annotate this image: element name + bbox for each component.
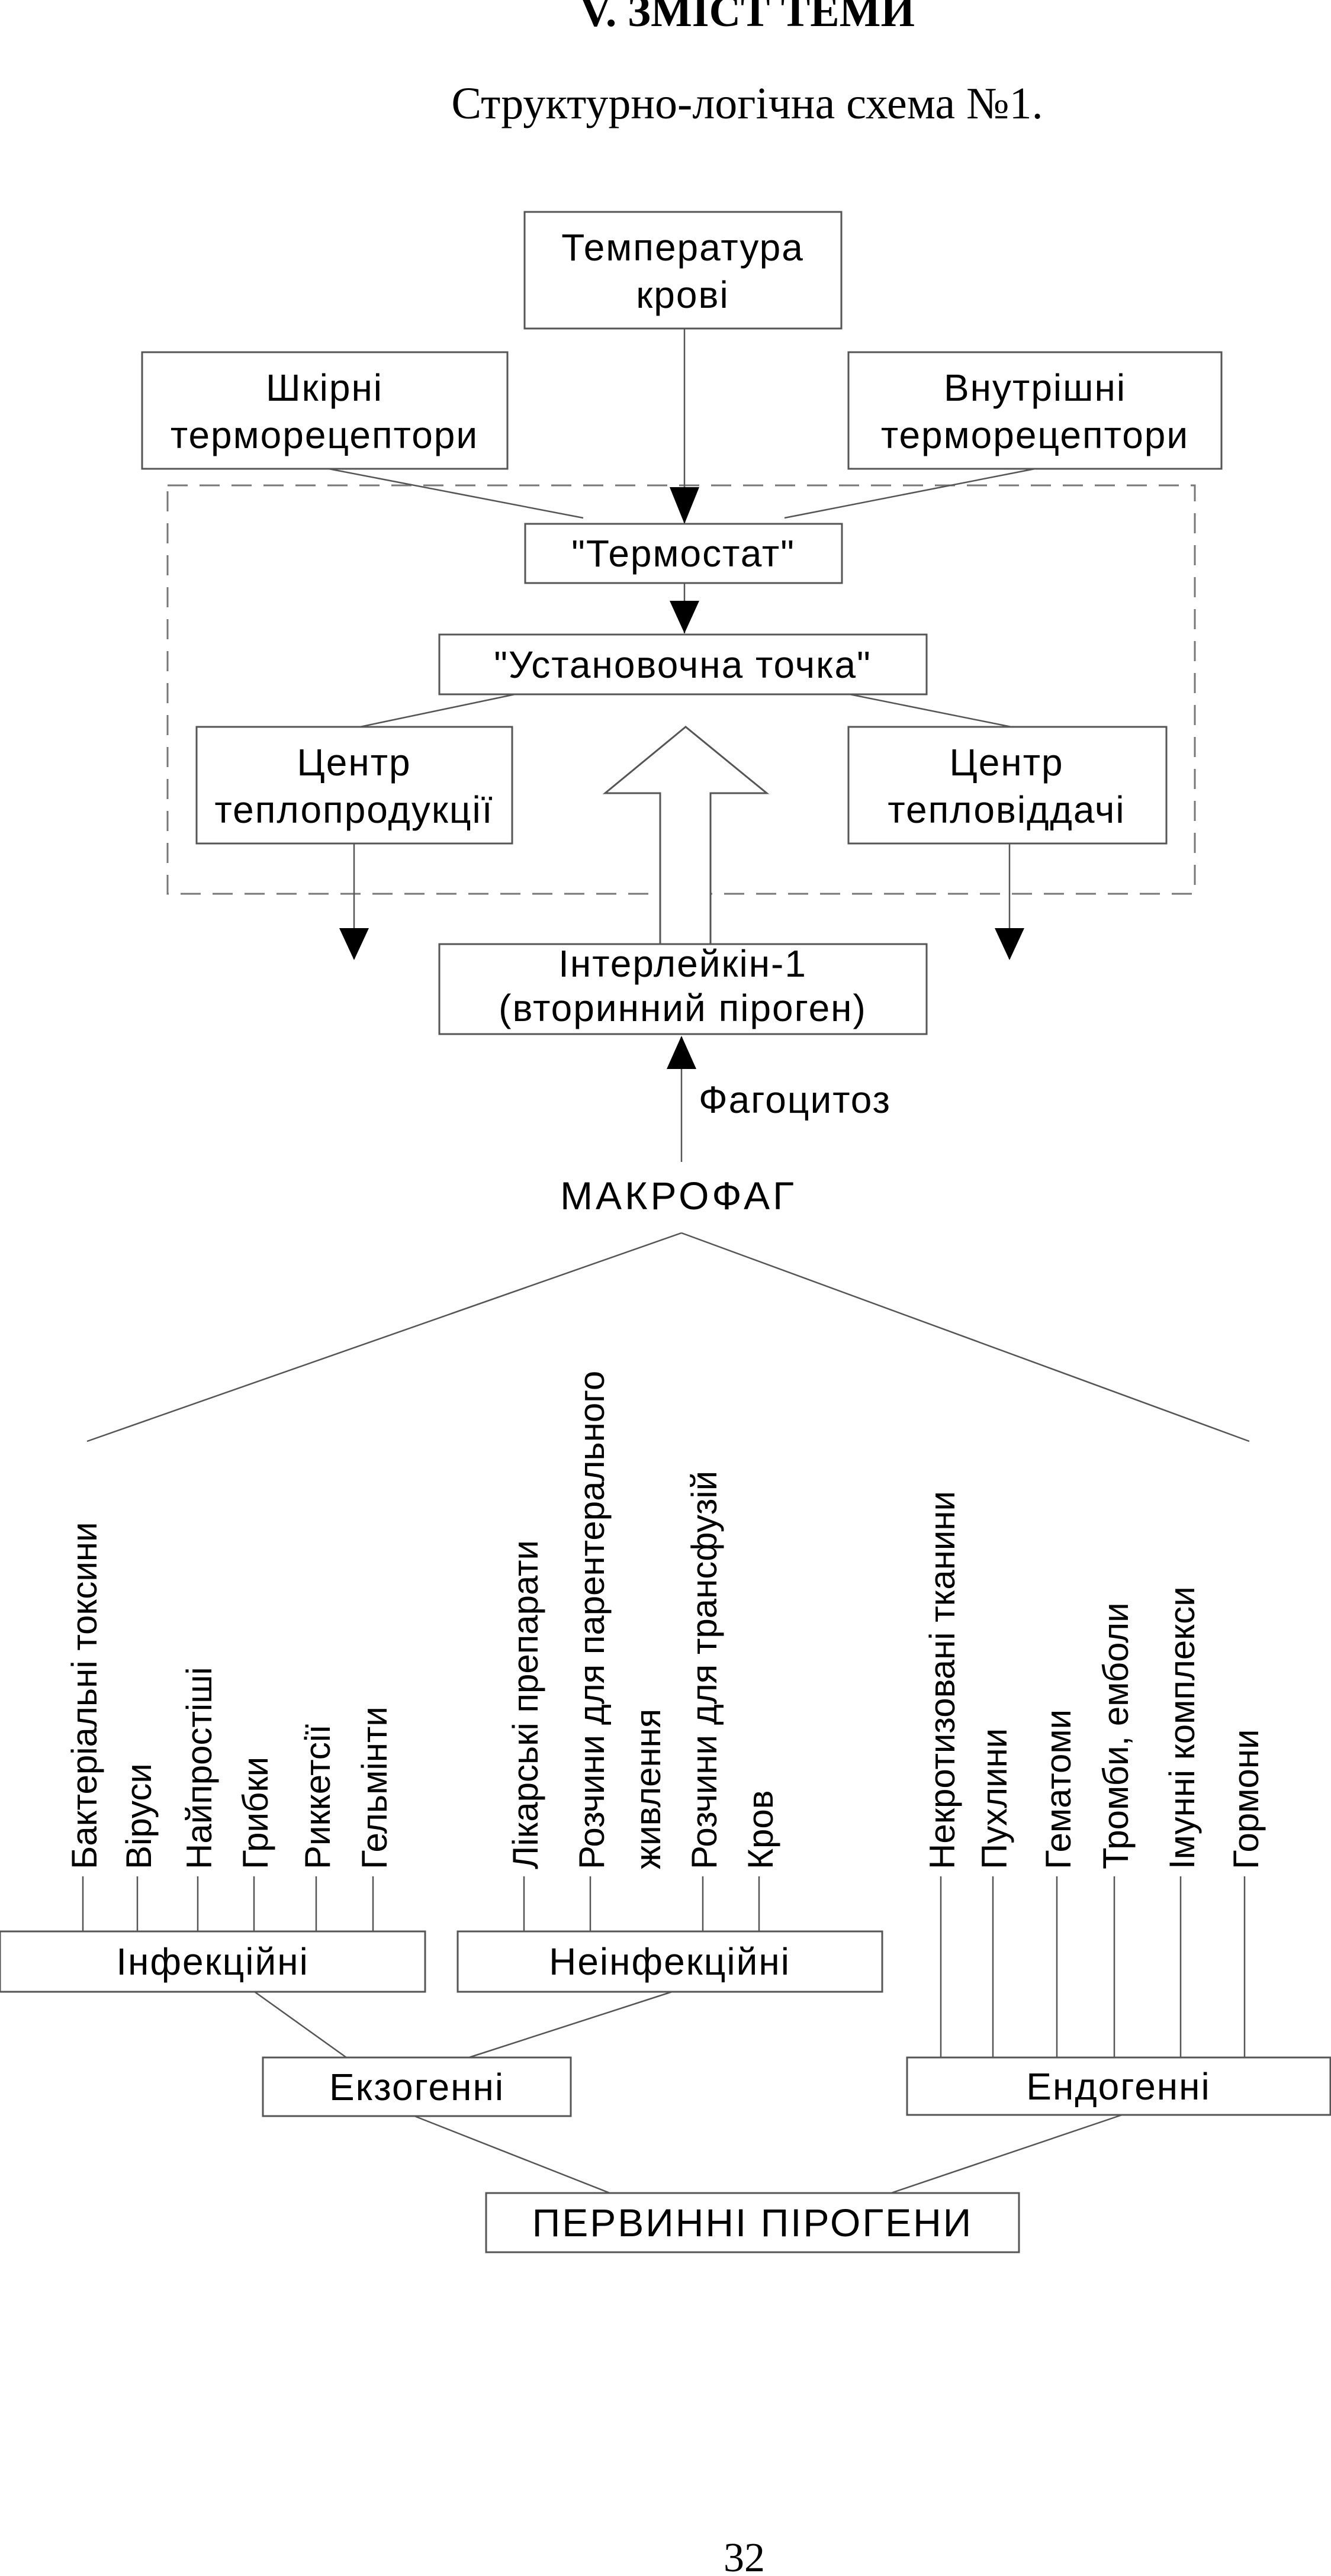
phagocytosis-label: Фагоцитоз <box>699 1078 891 1121</box>
scheme-caption: Структурно-логічна схема №1. <box>451 79 1043 128</box>
blood-to-thermostat-arrowhead <box>670 487 699 524</box>
primary-pyrogens-box <box>485 2192 1020 2253</box>
noninfectious-label: Неінфекційні <box>549 1940 790 1983</box>
page-number: 32 <box>724 2535 765 2576</box>
thermostat-to-setpoint-arrowhead <box>670 601 699 633</box>
noninfectious-item-parenteral-line1: Розчини для парентерального <box>572 1371 612 1869</box>
infectious-item-helminths: Гельмінти <box>355 1706 394 1869</box>
macrophage-label: МАКРОФАГ <box>560 1174 797 1218</box>
blood-temperature-label-line1: Температура <box>561 226 804 269</box>
heat-production-center-box <box>195 726 513 845</box>
noninfectious-connectors <box>523 1876 760 1931</box>
skin-thermoreceptors-label-line1: Шкірні <box>266 366 383 409</box>
heat-loss-center-label-line2: тепловіддачі <box>888 788 1125 831</box>
skin-thermoreceptors-box <box>141 351 509 470</box>
interleukin-box <box>438 943 928 1035</box>
endogenous-item-necrotic-tissue: Некротизовані тканини <box>922 1491 962 1869</box>
endogenous-item-immune-complexes: Імунні комплекси <box>1162 1586 1202 1869</box>
blood-temperature-label-line2: крові <box>636 273 729 316</box>
internal-thermoreceptors-box <box>847 351 1223 470</box>
macrophage-right-branch <box>681 1232 1250 1442</box>
noninfectious-item-blood: Кров <box>741 1790 780 1869</box>
interleukin-label-line2: (вторинний піроген) <box>499 987 867 1029</box>
interleukin-label-line1: Інтерлейкін-1 <box>558 942 807 985</box>
noninfectious-box <box>456 1930 883 1993</box>
exogenous-box <box>262 2056 572 2117</box>
production-output-arrowhead <box>339 928 369 960</box>
blood-temperature-box <box>523 211 843 330</box>
exogenous-label: Екзогенні <box>329 2066 504 2108</box>
endogenous-label: Ендогенні <box>1026 2065 1210 2108</box>
heat-production-center-label-line2: теплопродукції <box>215 788 494 831</box>
skin-to-thermostat-line <box>328 468 584 519</box>
noninfectious-item-transfusion: Розчини для трансфузій <box>684 1471 724 1869</box>
noninfectious-to-exogenous-line <box>468 1991 673 2059</box>
skin-thermoreceptors-label-line2: терморецептори <box>171 414 478 456</box>
heat-production-center-label-line1: Центр <box>297 741 411 784</box>
set-point-box <box>438 633 928 695</box>
section-title: V. ЗМІСТ ТЕМИ <box>579 0 915 36</box>
heat-loss-center-box <box>847 726 1168 845</box>
endogenous-item-thrombi-emboli: Тромби, емболи <box>1096 1602 1136 1869</box>
loss-output-arrowhead <box>995 928 1024 960</box>
internal-thermoreceptors-label-line1: Внутрішні <box>944 366 1126 409</box>
infectious-item-fungi: Грибки <box>236 1757 275 1869</box>
setpoint-to-production-line <box>359 693 516 728</box>
internal-thermoreceptors-label-line2: терморецептори <box>881 414 1189 456</box>
endogenous-box <box>906 2056 1331 2116</box>
thermostat-label: "Термостат" <box>571 532 795 575</box>
infectious-box <box>0 1930 426 1993</box>
noninfectious-item-parenteral-line2: живлення <box>628 1709 668 1869</box>
endogenous-connectors <box>940 1876 1246 2057</box>
exogenous-to-primary-line <box>414 2115 610 2194</box>
infectious-item-rickettsiae: Риккетсії <box>298 1724 337 1869</box>
macrophage-left-branch <box>86 1232 682 1442</box>
hypothalamus-region <box>166 484 1196 895</box>
infectious-label: Інфекційні <box>116 1940 309 1983</box>
set-point-label: "Установочна точка" <box>494 643 872 686</box>
infectious-to-exogenous-line <box>254 1991 347 2059</box>
endogenous-item-hormones: Гормони <box>1226 1730 1266 1869</box>
thermostat-box <box>524 523 843 584</box>
primary-pyrogens-label: ПЕРВИННІ ПІРОГЕНИ <box>532 2201 973 2245</box>
infectious-item-viruses: Віруси <box>119 1763 159 1869</box>
internal-to-thermostat-line <box>784 468 1036 519</box>
endogenous-item-hematomas: Гематоми <box>1039 1709 1078 1869</box>
interleukin-to-setpoint-hollow-arrow <box>602 726 770 945</box>
macrophage-to-interleukin-arrowhead <box>667 1036 696 1069</box>
endogenous-item-tumors: Пухлини <box>975 1728 1014 1869</box>
noninfectious-item-drugs: Лікарські препарати <box>506 1540 545 1869</box>
heat-loss-center-label-line1: Центр <box>949 741 1063 784</box>
infectious-item-bacterial-toxins: Бактеріальні токсини <box>65 1522 104 1869</box>
infectious-connectors <box>82 1876 374 1931</box>
endogenous-to-primary-line <box>890 2114 1123 2194</box>
setpoint-to-loss-line <box>849 693 1012 728</box>
infectious-item-protozoa: Найпростіші <box>179 1667 219 1869</box>
